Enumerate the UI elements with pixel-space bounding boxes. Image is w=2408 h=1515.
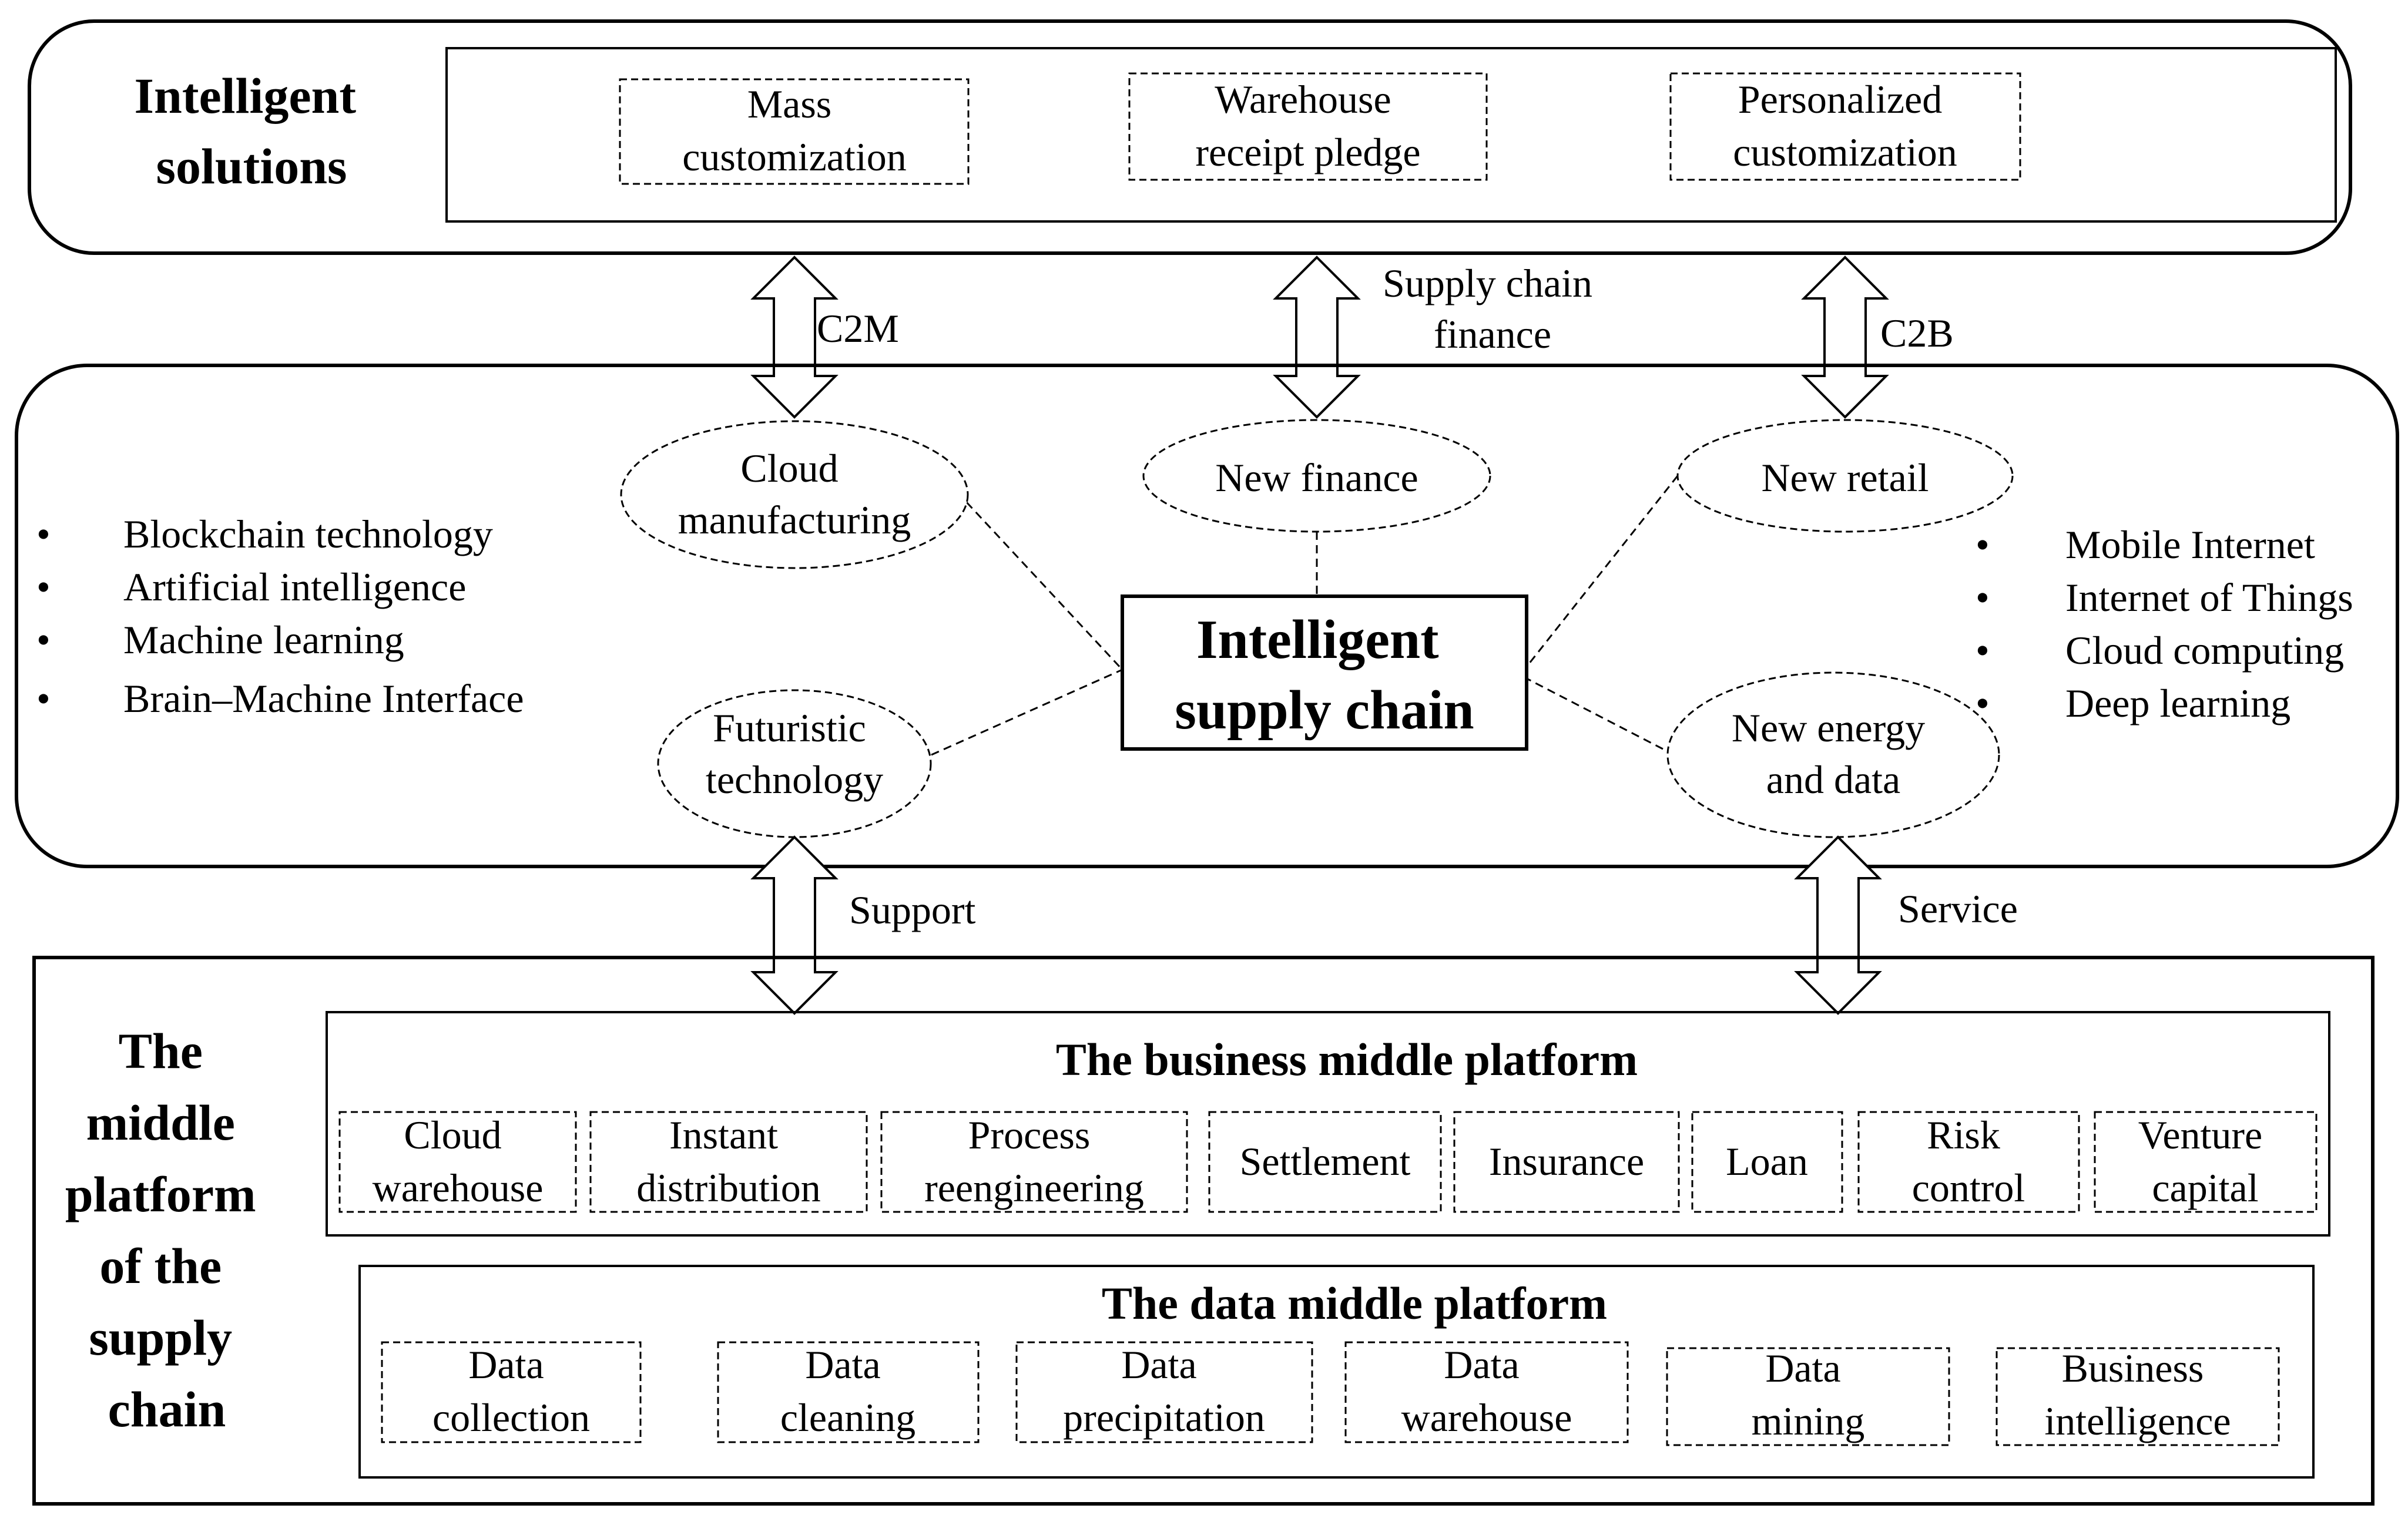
connector-new-retail [1525, 475, 1679, 667]
business-item-loan: Loan [1691, 1111, 1843, 1213]
middle-platform-frame [32, 956, 2375, 1506]
data-middle-platform: The data middle platform Data collection… [358, 1265, 2315, 1479]
intelligent-supply-chain-section: Intelligent supply chain Cloud manufactu… [15, 364, 2399, 868]
arrow-label-c2m: C2M [817, 306, 899, 351]
data-item-label: Data warehouse [1401, 1342, 1572, 1440]
ellipse-cloud-manufacturing: Cloud manufacturing [620, 420, 969, 569]
bullet-item: Deep learning [2065, 681, 2290, 725]
business-item-insurance: Insurance [1453, 1111, 1680, 1213]
data-item-label: Data precipitation [1063, 1342, 1265, 1440]
data-item-label: Data collection [432, 1342, 590, 1440]
ellipse-label: Futuristic technology [706, 706, 883, 802]
connector-futuristic-technology [931, 669, 1123, 756]
ellipse-label: Cloud manufacturing [678, 446, 911, 542]
business-item-risk-control: Risk control [1857, 1111, 2080, 1213]
ellipse-new-energy-and-data: New energy and data [1666, 671, 2000, 838]
ellipse-new-finance: New finance [1142, 419, 1491, 533]
arrow-label-service: Service [1898, 886, 2018, 931]
intelligent-supply-chain-box [1121, 594, 1528, 751]
solution-box-mass-customization: Mass customization [619, 78, 970, 185]
solutions-inner-box [445, 47, 2337, 223]
bullet-item: Artificial intelligence [123, 565, 466, 609]
technology-bullet-list-right: • Mobile Internet • Internet of Things •… [1976, 522, 2353, 725]
ellipse-futuristic-technology: Futuristic technology [657, 689, 932, 838]
intelligent-solutions-title: Intelligent solutions [135, 68, 369, 194]
business-item-label: Settlement [1240, 1139, 1411, 1184]
solution-box-personalized-customization: Personalized customization [1669, 72, 2021, 181]
data-item-data-mining: Data mining [1666, 1346, 1950, 1446]
solution-label: Warehouse receipt pledge [1195, 77, 1420, 174]
business-item-instant-distribution: Instant distribution [589, 1111, 868, 1213]
technology-bullet-list-left: • Blockchain technology • Artificial int… [36, 512, 524, 721]
business-platform-title: The business middle platform [1056, 1034, 1638, 1085]
upper-arrows: C2M Supply chain finance C2B [750, 256, 1954, 419]
solution-box-warehouse-receipt-pledge: Warehouse receipt pledge [1128, 72, 1488, 181]
connector-new-energy-and-data [1526, 677, 1664, 750]
business-platform-frame [326, 1011, 2330, 1237]
ellipse-new-retail: New retail [1676, 419, 2014, 533]
double-arrow-service [1794, 835, 1882, 1015]
arrow-label-c2b: C2B [1880, 311, 1954, 355]
data-item-label: Business intelligence [2044, 1346, 2231, 1443]
data-item-data-warehouse: Data warehouse [1344, 1341, 1629, 1443]
business-item-label: Loan [1726, 1139, 1808, 1184]
double-arrow-c2m [750, 256, 839, 419]
ellipse-label: New energy and data [1732, 706, 1935, 802]
business-item-venture-capital: Venture capital [2094, 1111, 2318, 1213]
arrow-label-supply-chain-finance: Supply chain finance [1383, 261, 1602, 357]
bullet-item: Internet of Things [2065, 575, 2353, 620]
bullet-item: Brain–Machine Interface [123, 676, 524, 721]
data-platform-frame [358, 1265, 2315, 1479]
dashed-connectors [931, 475, 1679, 756]
business-item-label: Cloud warehouse [373, 1113, 544, 1210]
data-item-data-cleaning: Data cleaning [717, 1341, 980, 1443]
double-arrow-supply-chain-finance [1273, 256, 1361, 419]
bullet: • [1976, 681, 1990, 725]
double-arrow-support [750, 835, 839, 1015]
data-item-label: Data mining [1752, 1346, 1865, 1443]
bullet: • [36, 512, 51, 556]
bullet: • [36, 617, 51, 662]
bullet: • [1976, 522, 1990, 567]
intelligent-supply-chain-frame [15, 364, 2399, 868]
ellipse-label: New finance [1215, 455, 1418, 500]
business-item-label: Instant distribution [636, 1113, 821, 1210]
business-item-label: Insurance [1489, 1139, 1644, 1184]
business-item-process-reengineering: Process reengineering [880, 1111, 1188, 1213]
bullet-item: Blockchain technology [123, 512, 493, 556]
intelligent-solutions-section: Intelligent solutions Mass customization… [28, 19, 2352, 255]
middle-platform-section: The middle platform of the supply chain … [32, 956, 2375, 1506]
business-item-label: Process reengineering [924, 1113, 1144, 1210]
intelligent-solutions-frame [28, 19, 2352, 255]
bullet: • [1976, 575, 1990, 620]
data-platform-title: The data middle platform [1102, 1278, 1607, 1329]
data-item-data-collection: Data collection [381, 1341, 642, 1443]
data-item-data-precipitation: Data precipitation [1015, 1341, 1313, 1443]
bullet-item: Machine learning [123, 617, 404, 662]
business-item-label: Venture capital [2138, 1113, 2272, 1210]
data-item-business-intelligence: Business intelligence [1996, 1346, 2280, 1446]
solution-label: Personalized customization [1733, 77, 1957, 174]
business-item-label: Risk control [1912, 1113, 2025, 1210]
business-item-settlement: Settlement [1208, 1111, 1442, 1213]
double-arrow-c2b [1801, 256, 1889, 419]
solution-label: Mass customization [682, 82, 906, 179]
bullet-item: Cloud computing [2065, 628, 2344, 673]
data-item-label: Data cleaning [780, 1342, 915, 1440]
connector-cloud-manufacturing [965, 501, 1123, 671]
middle-platform-title: The middle platform of the supply chain [65, 1023, 269, 1437]
lower-arrows: Support Service [750, 835, 2018, 1015]
bullet: • [36, 676, 51, 721]
business-middle-platform: The business middle platform Cloud wareh… [326, 1011, 2330, 1237]
business-item-cloud-warehouse: Cloud warehouse [338, 1111, 577, 1213]
bullet-item: Mobile Internet [2065, 522, 2315, 567]
bullet: • [36, 565, 51, 609]
bullet: • [1976, 628, 1990, 673]
arrow-label-support: Support [849, 888, 975, 932]
intelligent-supply-chain-label: Intelligent supply chain [1175, 609, 1474, 741]
ellipse-label: New retail [1761, 455, 1929, 500]
